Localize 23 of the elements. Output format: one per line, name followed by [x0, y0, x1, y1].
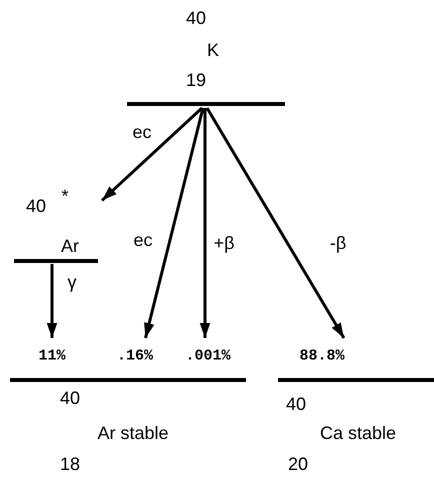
- branching-ratio: .001%: [186, 348, 230, 364]
- decay-arrow: [144, 108, 204, 338]
- excited-state-mark: *: [62, 186, 68, 206]
- atomic-number: 20: [288, 454, 308, 474]
- mass-number: 40: [186, 8, 206, 28]
- element-label: Ca stable: [320, 423, 396, 443]
- branching-ratio: .16%: [117, 348, 153, 364]
- atomic-number: 19: [186, 70, 206, 90]
- mass-number: 40: [60, 388, 80, 408]
- element-symbol: Ar: [61, 236, 79, 256]
- mass-number: 40: [26, 196, 46, 216]
- mass-number: 40: [286, 394, 306, 414]
- branching-ratio: 11%: [38, 348, 66, 364]
- decay-arrow: [46, 264, 58, 338]
- element-symbol: K: [207, 40, 219, 60]
- decay-arrow: [100, 106, 204, 202]
- atomic-number: 18: [60, 454, 80, 474]
- element-label: Ar stable: [97, 423, 169, 443]
- branching-ratio: 88.8%: [300, 348, 344, 364]
- edge-label: -β: [328, 233, 348, 253]
- edge-label: +β: [212, 233, 236, 253]
- decay-arrow: [206, 107, 346, 339]
- decay-arrow: [200, 108, 210, 338]
